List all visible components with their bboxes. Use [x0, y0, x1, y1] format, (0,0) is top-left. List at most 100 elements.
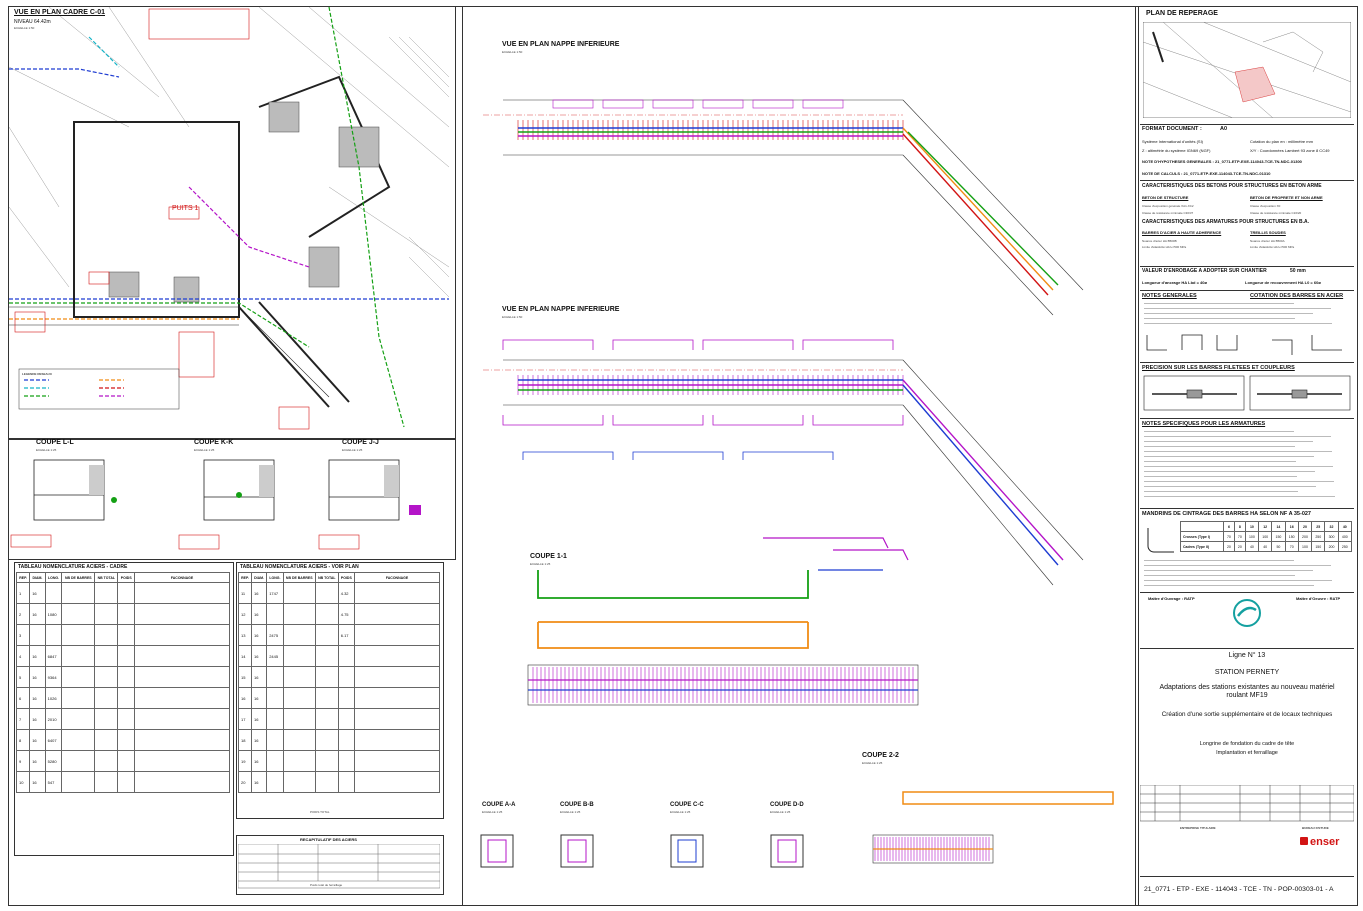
table-cell — [117, 771, 135, 793]
note-text-line — [1144, 486, 1316, 487]
enrobage-value: 50 mm — [1290, 268, 1306, 274]
note-text-line — [1144, 308, 1331, 309]
note-text-line — [1144, 565, 1331, 566]
table-cell: 9 — [15, 750, 31, 772]
col-diam: DIAM. — [29, 572, 46, 583]
col-poids: POIDS — [337, 572, 356, 583]
table-cell — [354, 750, 440, 772]
section-ll-scale: ECHELLE 1:25 — [36, 448, 57, 452]
note-text-line — [1144, 580, 1332, 581]
beton-structure-title: BETON DE STRUCTURE — [1142, 195, 1189, 200]
table-cell — [117, 603, 135, 625]
note-hypotheses: NOTE D'HYPOTHESES GENERALES : 21_0771-ET… — [1142, 159, 1302, 164]
table-cell: 16 — [29, 687, 46, 709]
table-cell — [94, 729, 119, 751]
note-text-line — [1144, 466, 1333, 467]
coords-text: X/Y : Coordonnées Lambert 93 zone 8 CC49 — [1250, 148, 1330, 153]
table-cell — [266, 771, 284, 793]
drawing-title-1: Longrine de fondation du cadre de tête — [1199, 741, 1295, 747]
nomenclature-table-2-frame — [236, 562, 444, 819]
col-faconnage: FACONNAGE — [354, 572, 440, 583]
section-kk-scale: ECHELLE 1:25 — [194, 448, 215, 452]
table-header-row: REP. DIAM. LONG. NB DE BARRES NB TOTAL P… — [15, 572, 230, 583]
table-cell — [282, 687, 316, 709]
table-cell: 4.75 — [337, 603, 356, 625]
table-cell — [61, 582, 96, 604]
table-cell — [134, 708, 230, 730]
note-text-line — [1144, 456, 1314, 457]
altitude-text: Z : altimétrie du système IGN69 (NGF) — [1142, 148, 1211, 153]
table-cell — [354, 624, 440, 646]
col-poids: POIDS — [117, 572, 135, 583]
divider — [1140, 290, 1354, 291]
divider — [1140, 648, 1354, 649]
moa-label: Maître d'Ouvrage : RATP — [1148, 596, 1195, 601]
left-panel-border — [8, 6, 456, 440]
enser-logo-text: enser — [1310, 836, 1340, 848]
table-cell — [266, 687, 284, 709]
table-cell: 4.32 — [337, 582, 356, 604]
shaft-label: PUITS 1 — [172, 205, 199, 212]
beton-resist-2: Classe de résistance minimale C16/20 — [1250, 211, 1302, 215]
note-text-line — [1144, 313, 1313, 314]
ratp-logo — [1233, 599, 1261, 627]
table-cell: 400 — [1337, 531, 1353, 542]
section-jj-scale: ECHELLE 1:25 — [342, 448, 363, 452]
table-cell: 70 — [1284, 541, 1299, 552]
plan-top-scale: ECHELLE 1:50 — [502, 50, 523, 54]
center-panel-border — [462, 6, 1136, 906]
plan-mid-scale: ECHELLE 1:50 — [502, 315, 523, 319]
table-cell: 12 — [1258, 521, 1273, 532]
note-text-line — [1144, 575, 1295, 576]
table-cell: 200 — [1324, 541, 1339, 552]
table-cell: 9364 — [44, 666, 63, 688]
treillis-title: TREILLIS SOUDES — [1250, 230, 1286, 235]
table-cell: 6847 — [44, 645, 63, 667]
table-cell: 5 — [15, 666, 31, 688]
table-cell — [117, 624, 135, 646]
table-cell — [61, 708, 96, 730]
section-jj-title: COUPE J-J — [342, 439, 379, 446]
table-cell: 100 — [1244, 531, 1260, 542]
divider — [1140, 508, 1354, 509]
table-cell — [282, 603, 316, 625]
project-description-1: Adaptations des stations existantes au n… — [1159, 684, 1335, 699]
project-description-2: Création d'une sortie supplémentaire et … — [1161, 711, 1333, 718]
plan-mid-title: VUE EN PLAN NAPPE INFERIEURE — [502, 306, 620, 313]
table-cell — [282, 729, 316, 751]
table-cell: 20 — [1297, 521, 1313, 532]
table-cell — [266, 666, 284, 688]
table-cell — [282, 750, 316, 772]
col-long: LONG. — [266, 572, 284, 583]
coupe-cc-scale: ECHELLE 1:25 — [670, 810, 691, 814]
nomenclature-table-2-title: TABLEAU NOMENCLATURE ACIERS - VOIR PLAN — [240, 564, 359, 570]
table-cell: 16 — [250, 603, 268, 625]
table-cell — [266, 729, 284, 751]
right-panel-border — [1138, 6, 1358, 906]
precision-title: PRECISION SUR LES BARRES FILETEES ET COU… — [1142, 365, 1295, 371]
bureau-label: BUREAU D'ETUDE — [1302, 826, 1329, 830]
table-cell: 6 — [1223, 521, 1235, 532]
table-cell — [282, 645, 316, 667]
table-cell: 1026 — [44, 687, 63, 709]
table-cell: 16 — [250, 687, 268, 709]
table-cell: 50 — [1271, 541, 1286, 552]
table-cell: 5280 — [44, 750, 63, 772]
recap-table-frame — [236, 835, 444, 895]
barres-title: BARRES D'ACIER A HAUTE ADHERENCE — [1142, 230, 1222, 235]
table-cell — [134, 603, 230, 625]
table-cell — [314, 750, 339, 772]
note-text-line — [1144, 496, 1335, 497]
table-cell — [282, 624, 316, 646]
drawing-title-2: Implantation et ferraillage — [1216, 750, 1278, 756]
left-plan-drawing — [9, 7, 450, 430]
col-diam: DIAM. — [250, 572, 268, 583]
table-cell — [134, 729, 230, 751]
col-faconnage: FACONNAGE — [134, 572, 230, 583]
